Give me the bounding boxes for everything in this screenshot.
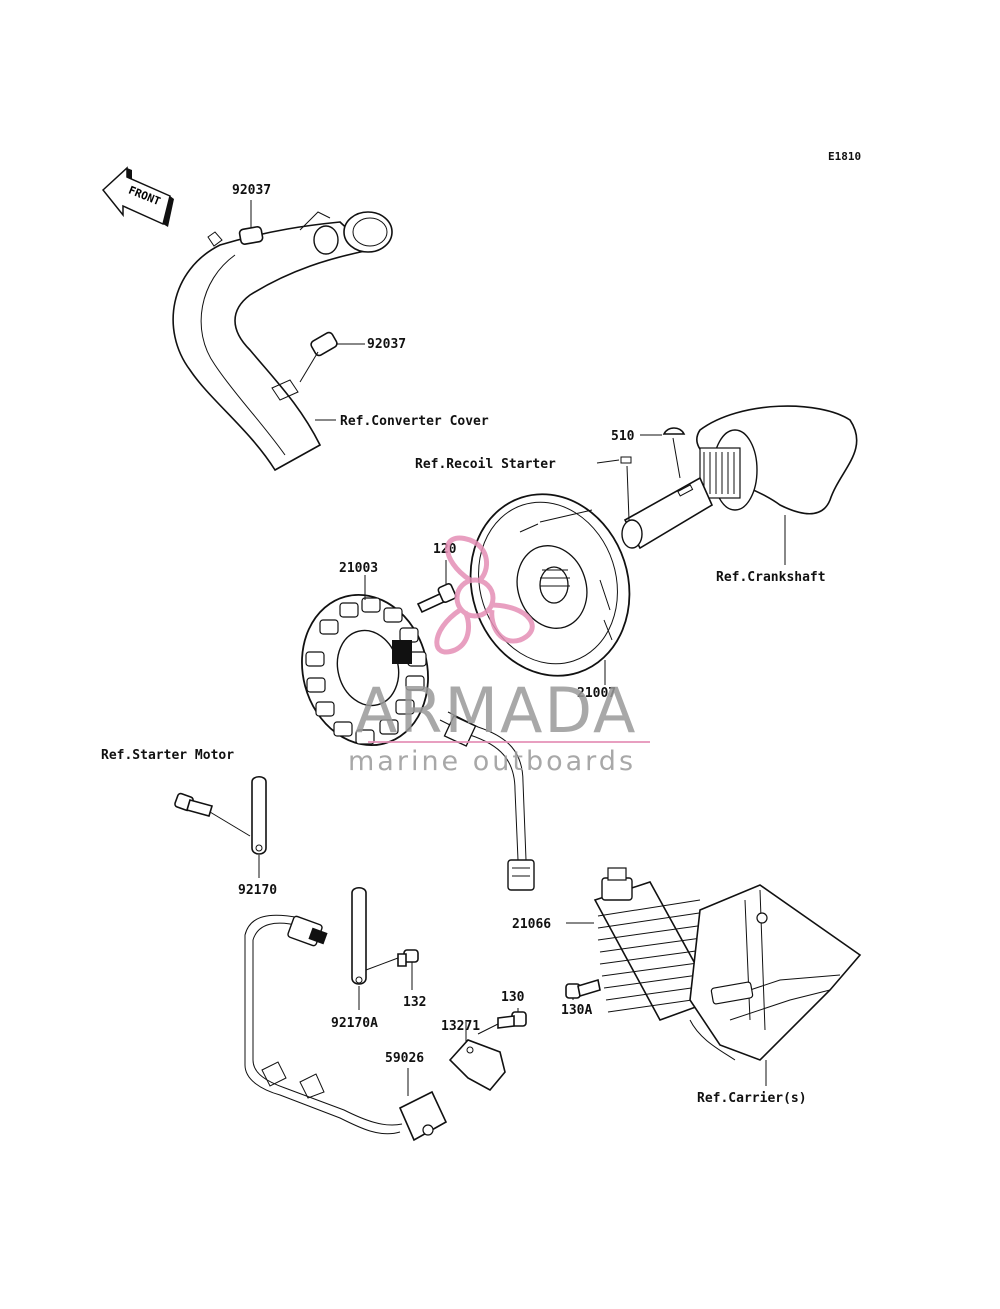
label-ref-starter-motor: Ref.Starter Motor	[101, 748, 234, 763]
label-92037-mid: 92037	[367, 337, 406, 352]
wiring-harness-part	[244, 914, 403, 1135]
label-13271: 13271	[441, 1019, 480, 1034]
label-132: 132	[403, 995, 426, 1010]
watermark-tagline: marine outboards	[348, 746, 636, 777]
relay-59026-part	[398, 1068, 448, 1142]
label-130: 130	[501, 990, 525, 1005]
bolt-130A-part	[565, 978, 601, 1000]
label-ref-crankshaft: Ref.Crankshaft	[716, 570, 826, 585]
front-arrow-icon: FRONT	[101, 166, 174, 227]
label-92170: 92170	[238, 883, 277, 898]
bolt-132-part	[397, 949, 419, 990]
crankshaft-part	[621, 405, 858, 565]
label-130A: 130A	[561, 1003, 592, 1018]
label-ref-recoil-starter: Ref.Recoil Starter	[415, 457, 556, 472]
key-510-part	[640, 427, 686, 479]
diagram-code: E1810	[828, 150, 861, 163]
label-92037-top: 92037	[232, 183, 271, 198]
bracket-13271-part	[448, 1022, 506, 1092]
recoil-starter-ref-part	[596, 456, 632, 521]
clip-92037-mid-part	[299, 331, 365, 383]
carrier-part	[689, 884, 862, 1086]
label-21003: 21003	[339, 561, 378, 576]
label-21066: 21066	[512, 917, 551, 932]
armada-logo-watermark	[368, 535, 650, 743]
label-92170A: 92170A	[331, 1016, 378, 1031]
converter-cover-part	[172, 211, 393, 472]
cable-92170A-part	[351, 886, 399, 1010]
bolt-120-part	[416, 560, 457, 614]
label-21007: 21007	[577, 686, 616, 701]
bolt-starter-part	[174, 792, 251, 837]
label-510: 510	[611, 429, 635, 444]
label-ref-carriers: Ref.Carrier(s)	[697, 1091, 807, 1106]
label-59026: 59026	[385, 1051, 424, 1066]
bolt-130-part	[477, 1008, 527, 1035]
stator-21003-part	[301, 575, 535, 891]
label-120: 120	[433, 542, 457, 557]
clip-92037-top-part	[238, 200, 264, 245]
flywheel-21007-part	[469, 493, 631, 685]
cable-92170-part	[251, 775, 267, 878]
label-ref-converter-cover: Ref.Converter Cover	[340, 414, 489, 429]
watermark-brand: ARMADA	[355, 674, 637, 747]
